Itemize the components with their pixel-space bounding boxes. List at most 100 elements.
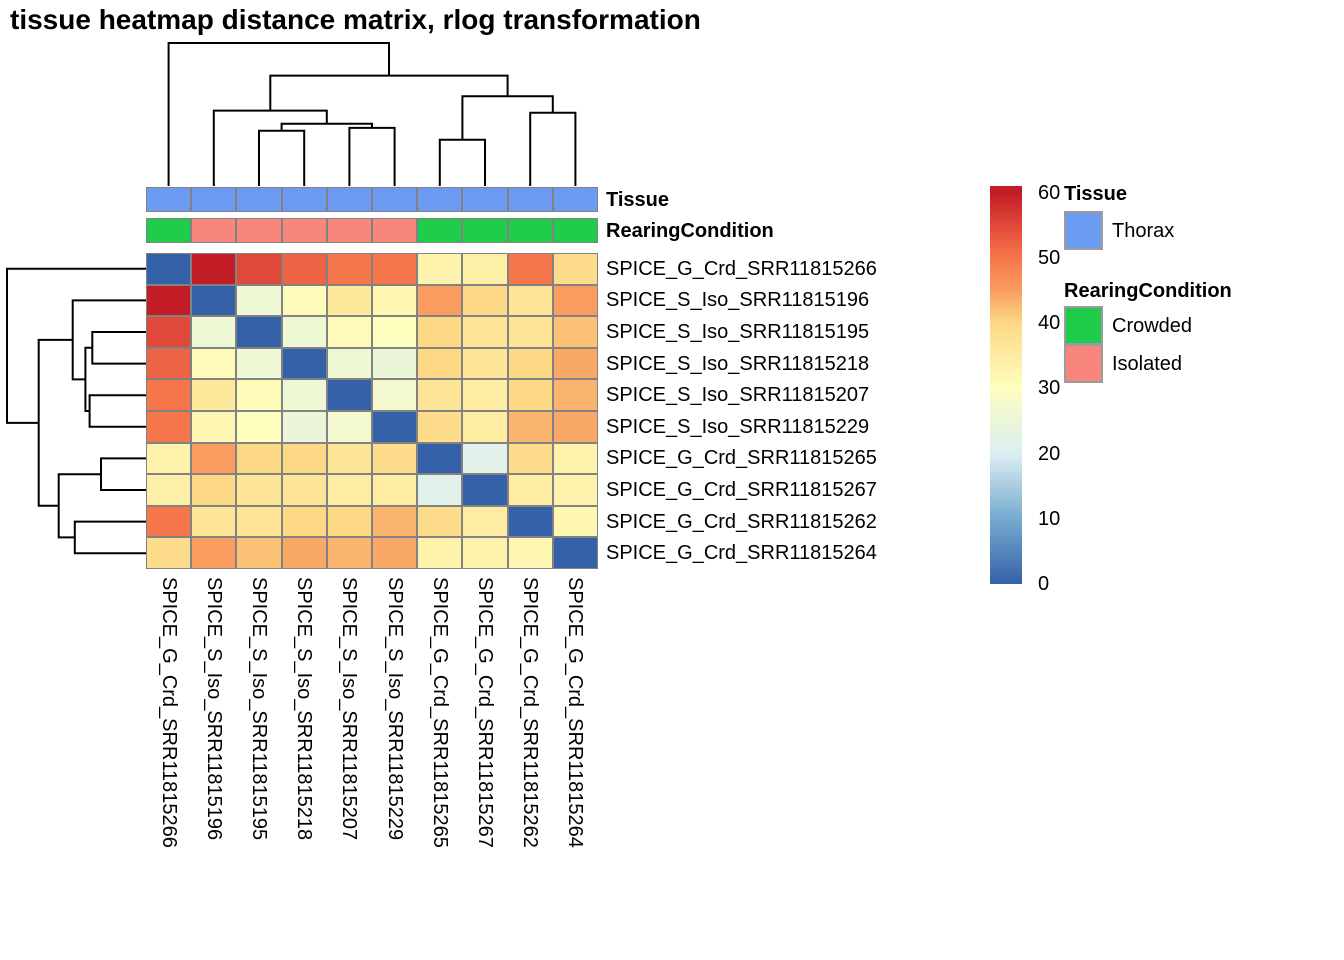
column-label: SPICE_G_Crd_SRR11815265	[428, 577, 451, 848]
heatmap-cell	[372, 411, 418, 443]
heatmap-cell	[281, 379, 327, 411]
colorbar-tick-label: 10	[1038, 507, 1061, 530]
heatmap-cell	[552, 253, 598, 285]
tissue-annotation-cell	[146, 187, 192, 212]
column-label: SPICE_S_Iso_SRR11815218	[293, 577, 316, 841]
legend-swatch-crowded	[1064, 306, 1103, 345]
heatmap-cell	[236, 411, 282, 443]
row-label: SPICE_S_Iso_SRR11815196	[606, 289, 870, 312]
heatmap-cell	[191, 474, 237, 506]
heatmap-cell	[372, 347, 418, 380]
heatmap-cell	[281, 442, 327, 475]
rearing-annotation-cell	[191, 218, 237, 243]
heatmap-cell	[372, 379, 418, 411]
tissue-annotation-cell	[462, 187, 508, 212]
colorbar-tick-label: 50	[1038, 246, 1061, 269]
heatmap-cell	[281, 411, 327, 443]
heatmap-cell	[462, 474, 508, 506]
tissue-annotation-cell	[552, 187, 598, 212]
rearing-annotation-cell	[552, 218, 598, 243]
column-label: SPICE_S_Iso_SRR11815195	[248, 577, 270, 841]
column-label: SPICE_G_Crd_SRR11815262	[519, 577, 542, 848]
heatmap-cell	[146, 442, 192, 475]
heatmap-cell	[417, 316, 463, 348]
row-label: SPICE_G_Crd_SRR11815264	[606, 542, 877, 565]
heatmap-cell	[462, 411, 508, 443]
column-label: SPICE_S_Iso_SRR11815229	[383, 577, 406, 841]
heatmap-cell	[507, 442, 553, 475]
heatmap-cell	[281, 537, 327, 569]
figure-title: tissue heatmap distance matrix, rlog tra…	[10, 4, 701, 35]
heatmap-cell	[417, 347, 463, 380]
rearing-annotation-cell	[462, 218, 508, 243]
heatmap-cell	[281, 505, 327, 538]
legend-label-isolated: Isolated	[1112, 353, 1183, 375]
tissue-annotation-cell	[191, 187, 237, 212]
heatmap-cell	[326, 537, 372, 569]
heatmap-cell	[417, 411, 463, 443]
heatmap-cell	[191, 537, 237, 569]
rearing-track-label: RearingCondition	[606, 220, 774, 242]
heatmap-cell	[326, 284, 372, 317]
colorbar-tick-label: 60	[1038, 181, 1061, 204]
heatmap-cell	[372, 284, 418, 317]
heatmap-cell	[236, 505, 282, 538]
heatmap-cell	[507, 474, 553, 506]
tissue-annotation-cell	[281, 187, 327, 212]
heatmap-cell	[462, 505, 508, 538]
heatmap-cell	[372, 316, 418, 348]
tissue-annotation-cell	[507, 187, 553, 212]
heatmap-cell	[462, 537, 508, 569]
heatmap-cell	[191, 347, 237, 380]
heatmap-cell	[236, 379, 282, 411]
heatmap-cell	[417, 474, 463, 506]
heatmap-cell	[191, 505, 237, 538]
heatmap-cell	[552, 284, 598, 317]
heatmap-cell	[146, 379, 192, 411]
heatmap-cell	[372, 537, 418, 569]
heatmap-cell	[191, 442, 237, 475]
heatmap-cell	[417, 537, 463, 569]
colorbar-tick-label: 30	[1038, 377, 1061, 400]
heatmap-cell	[146, 411, 192, 443]
column-label: SPICE_S_Iso_SRR11815196	[202, 577, 225, 841]
heatmap-cell	[236, 537, 282, 569]
heatmap-cell	[462, 316, 508, 348]
rearing-annotation-cell	[236, 218, 282, 243]
top-dendrogram	[167, 42, 577, 186]
heatmap-cell	[191, 253, 237, 285]
heatmap-cell	[146, 253, 192, 285]
colorbar-tick-label: 40	[1038, 312, 1061, 335]
heatmap-cell	[552, 411, 598, 443]
heatmap-cell	[417, 253, 463, 285]
rearing-annotation-cell	[146, 218, 192, 243]
heatmap-cell	[326, 442, 372, 475]
tissue-annotation-cell	[417, 187, 463, 212]
heatmap-cell	[146, 505, 192, 538]
rearing-annotation-cell	[417, 218, 463, 243]
colorbar	[990, 186, 1022, 584]
heatmap-cell	[462, 379, 508, 411]
row-label: SPICE_S_Iso_SRR11815195	[606, 321, 870, 343]
heatmap-cell	[236, 316, 282, 348]
legend-swatch-isolated	[1064, 344, 1103, 383]
heatmap-cell	[507, 505, 553, 538]
colorbar-tick-label: 0	[1038, 573, 1050, 595]
heatmap-cell	[462, 347, 508, 380]
heatmap-cell	[191, 316, 237, 348]
heatmap-cell	[417, 442, 463, 475]
heatmap-cell	[281, 474, 327, 506]
heatmap-cell	[236, 474, 282, 506]
heatmap-cell	[236, 253, 282, 285]
rearing-annotation-cell	[372, 218, 418, 243]
heatmap-cell	[326, 379, 372, 411]
legend-tissue-title: Tissue	[1064, 183, 1127, 205]
row-label: SPICE_G_Crd_SRR11815265	[606, 447, 877, 470]
rearing-annotation-cell	[281, 218, 327, 243]
heatmap-cell	[281, 284, 327, 317]
row-label: SPICE_G_Crd_SRR11815266	[606, 257, 877, 280]
heatmap-cell	[552, 316, 598, 348]
heatmap-cell	[146, 347, 192, 380]
heatmap-cell	[191, 284, 237, 317]
